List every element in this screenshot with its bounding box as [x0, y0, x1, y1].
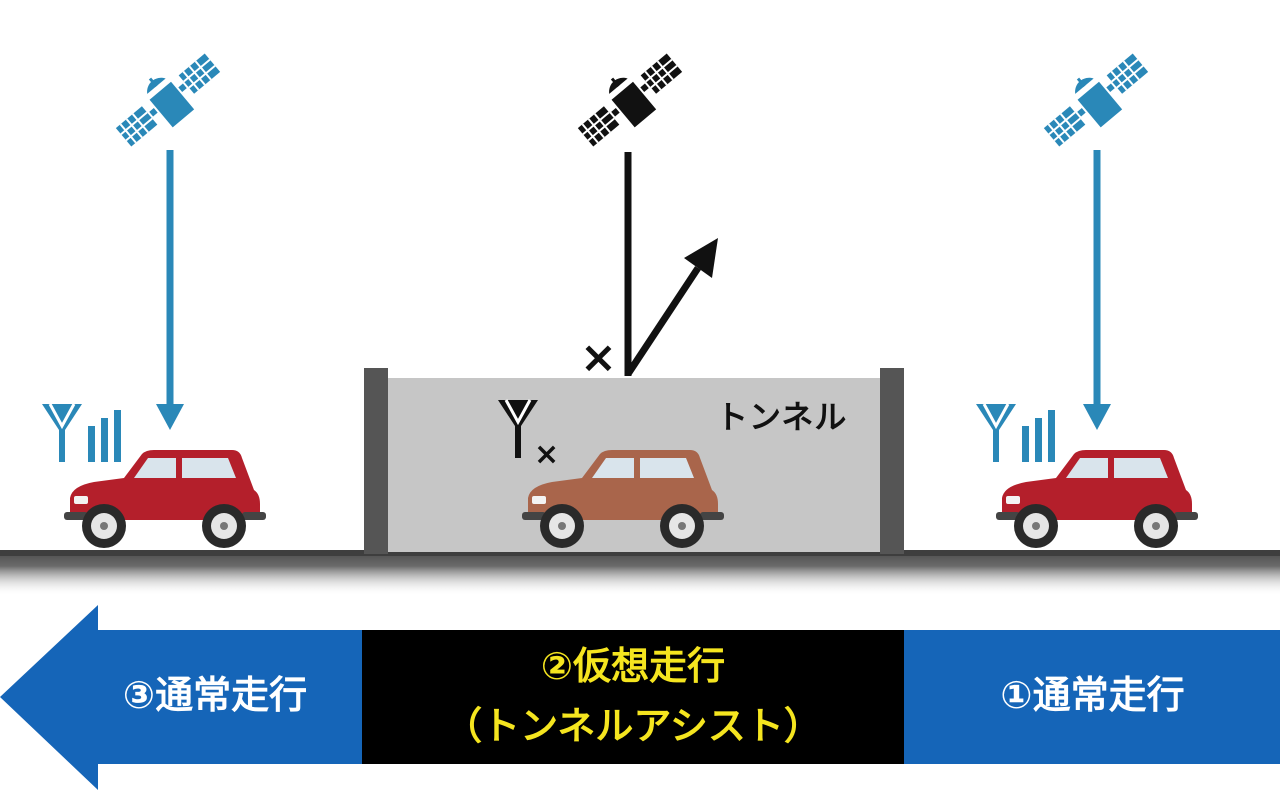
- antenna-icon: [974, 402, 1055, 464]
- antenna-icon: [40, 402, 121, 464]
- tunnel-wall-left: [364, 368, 388, 554]
- band-middle: [362, 630, 904, 764]
- tunnel-wall-right: [880, 368, 904, 554]
- satellite-icon: [566, 39, 692, 158]
- band-right: [904, 630, 1280, 764]
- satellite-icon: [1032, 39, 1158, 158]
- no-signal-icon: ×: [534, 437, 559, 472]
- direction-band: [0, 605, 1280, 790]
- band-left-label: ③通常走行: [122, 673, 308, 717]
- blocked-icon: ×: [580, 332, 617, 383]
- car-icon: [64, 450, 266, 548]
- signal-arrow-left: [156, 150, 184, 430]
- band-middle-label-line2: （トンネルアシスト）: [444, 704, 822, 748]
- tunnel-label: トンネル: [716, 398, 848, 436]
- tunnel: [364, 368, 904, 554]
- signal-arrow-right: [1083, 150, 1111, 430]
- band-middle-label-line1: ②仮想走行: [540, 644, 726, 688]
- band-left-arrow: [0, 605, 366, 790]
- blocked-signal: [624, 152, 718, 376]
- car-icon: [996, 450, 1198, 548]
- satellite-icon: [104, 39, 230, 158]
- band-right-label: ①通常走行: [1000, 673, 1185, 717]
- road: [0, 550, 1280, 596]
